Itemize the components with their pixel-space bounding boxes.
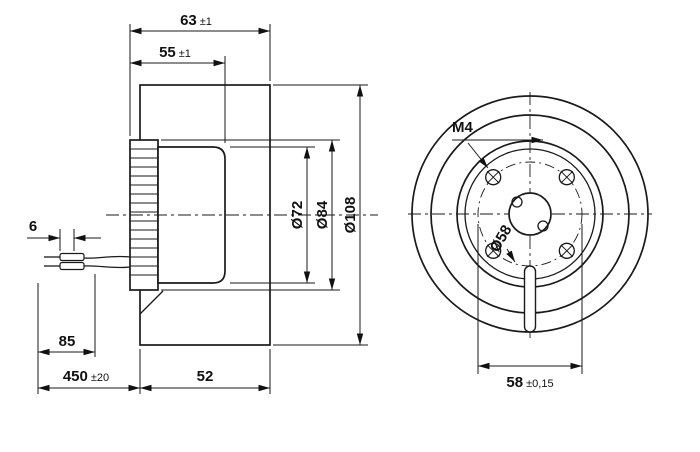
wire-terminal-top [59, 252, 85, 262]
screw-top-right [558, 169, 575, 186]
hub-circle [508, 192, 552, 236]
dim-d84-label: Ø84 [314, 200, 331, 229]
dim-d72: Ø72 [230, 146, 315, 284]
lead-wires [44, 252, 131, 271]
motor-body-outline [157, 146, 226, 284]
dim-85-label: 85 [59, 333, 76, 350]
dim-d108: Ø108 [273, 84, 368, 346]
dim-58: 58±0,15 [477, 224, 583, 391]
wire-terminal-bottom [59, 261, 85, 271]
screw-slot-cross [486, 170, 500, 184]
dim-58-label: 58±0,15 [506, 374, 553, 391]
dim-55-label: 55±1 [159, 44, 191, 61]
dim-450-label: 450±20 [63, 368, 109, 385]
screw-bottom-right [558, 242, 575, 259]
cable-exit-slot [523, 265, 537, 333]
dim-55: 55±1 [130, 44, 226, 143]
thread-label: M4 [452, 119, 473, 136]
lead-wire-top [83, 255, 131, 259]
dim-63: 63±1 [129, 12, 271, 136]
fin-lines [130, 148, 158, 276]
dim-63-label: 63±1 [180, 12, 212, 29]
mounting-screws [485, 169, 575, 259]
front-view: M4 Ø58 58±0,15 [408, 92, 652, 391]
screw-slot-cross [486, 244, 500, 258]
dim-d72-label: Ø72 [289, 201, 306, 229]
screw-slot-cross [560, 170, 574, 184]
side-view: 63±1 55±1 Ø72 Ø84 Ø108 [27, 12, 378, 394]
dim-6-label: 6 [29, 218, 37, 235]
dim-d108-label: Ø108 [342, 197, 359, 234]
hub-hole-lower [537, 220, 549, 232]
dim-450: 450±20 [38, 368, 140, 392]
hub-hole-upper [511, 196, 523, 208]
screw-slot-cross [560, 244, 574, 258]
screw-bottom-left [485, 242, 502, 259]
dim-d84: Ø84 [161, 139, 340, 291]
dim-52: 52 [139, 349, 271, 394]
scroll-contour-line [139, 290, 164, 315]
dim-6: 6 [27, 218, 101, 251]
lead-wire-bottom [83, 265, 131, 269]
thread-callout-m4: M4 [452, 119, 543, 169]
leader-arrow-to-screw [467, 142, 489, 169]
dim-85: 85 [37, 274, 96, 394]
screw-top-left [485, 169, 502, 186]
dim-52-label: 52 [197, 368, 214, 385]
leader-arrow-to-bolt-circle [506, 248, 516, 263]
